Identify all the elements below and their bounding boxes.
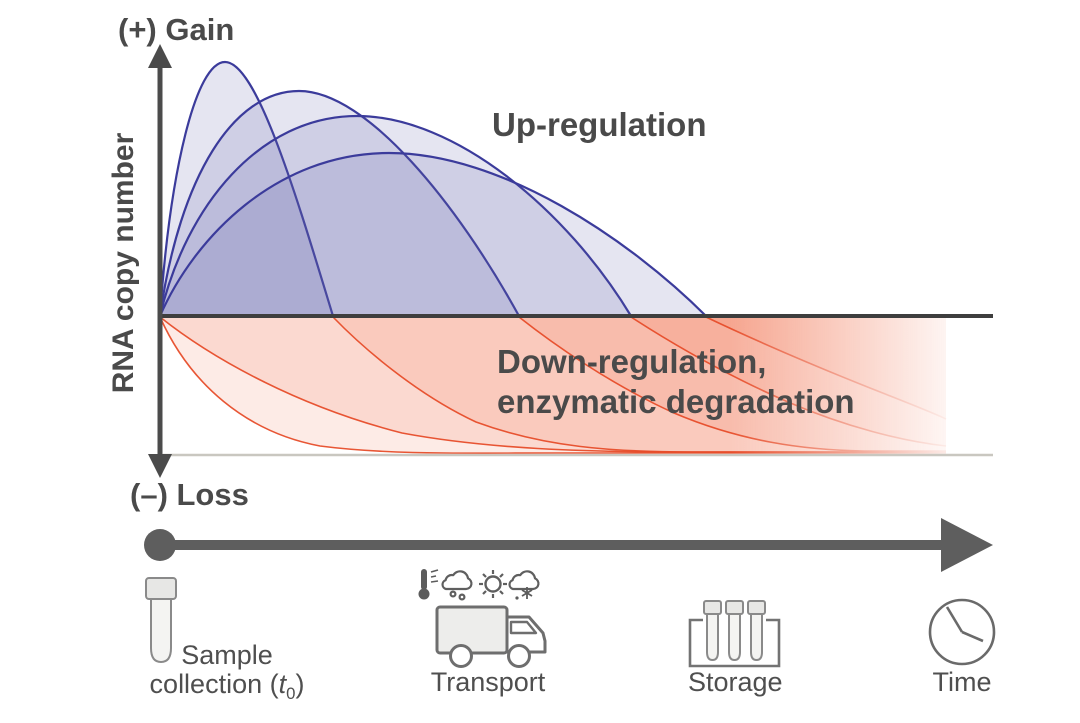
test-tube-icon <box>145 577 177 664</box>
thermometer-icon <box>418 569 439 600</box>
down-regulation-line2: enzymatic degradation <box>497 383 855 420</box>
time-caption: Time <box>932 667 992 697</box>
down-after-up-3-area <box>631 317 946 446</box>
sun-icon <box>479 570 507 598</box>
up-transcript-1-fast-peak-line <box>158 60 335 317</box>
up-transcript-2-line <box>158 89 520 317</box>
up-regulation-curves <box>158 60 707 317</box>
up-regulation-label: Up-regulation <box>492 106 707 143</box>
up-transcript-3-area <box>160 116 631 316</box>
timeline-arrow <box>144 518 993 572</box>
down-transcript-slow-decay-line <box>159 316 946 453</box>
down-after-up-3-line <box>630 316 947 447</box>
clock-icon <box>928 598 996 666</box>
up-transcript-3-line <box>158 114 632 317</box>
up-transcript-4-broad-peak-area <box>160 153 706 316</box>
truck-icon <box>435 605 547 668</box>
down-after-up-4-line <box>705 316 947 420</box>
y-axis-down-arrowhead <box>148 454 172 478</box>
y-axis-label: RNA copy number <box>107 132 140 394</box>
up-transcript-2-area <box>160 91 519 316</box>
down-regulation-line1: Down-regulation, <box>497 343 767 380</box>
transport-caption: Transport <box>430 667 546 697</box>
storage-caption: Storage <box>688 667 783 697</box>
down-regulation-label: Down-regulation, enzymatic degradation <box>497 342 855 422</box>
gain-label: (+) Gain <box>118 12 235 47</box>
down-after-up-2-area <box>519 317 946 451</box>
down-after-up-2-line <box>518 316 946 452</box>
y-axis-up-arrowhead <box>148 44 172 68</box>
rain-cloud-icon <box>441 570 473 601</box>
up-transcript-4-broad-peak-line <box>158 151 707 317</box>
down-after-up-1-line <box>332 316 946 453</box>
loss-label: (–) Loss <box>130 477 249 512</box>
down-transcript-fast-decay-line <box>159 316 946 454</box>
weather-icons <box>418 569 540 601</box>
snow-cloud-icon <box>508 570 540 600</box>
snowflake <box>521 587 533 599</box>
down-transcript-slow-decay-area <box>160 317 946 452</box>
rack-tubes <box>703 600 766 662</box>
timeline-arrowhead <box>941 518 993 572</box>
sample-collection-caption-line1: Sample <box>181 640 273 670</box>
down-after-up-1-area <box>333 317 946 452</box>
up-transcript-1-fast-peak-area <box>160 62 333 316</box>
y-axis-arrow <box>148 44 172 478</box>
down-regulation-curves <box>159 316 947 454</box>
rack-frame <box>688 618 781 668</box>
sample-collection-caption: Sample collection (t0) <box>138 641 316 708</box>
tube-rack-icon <box>688 600 781 668</box>
sample-collection-caption-line2: collection (t0) <box>149 669 305 703</box>
